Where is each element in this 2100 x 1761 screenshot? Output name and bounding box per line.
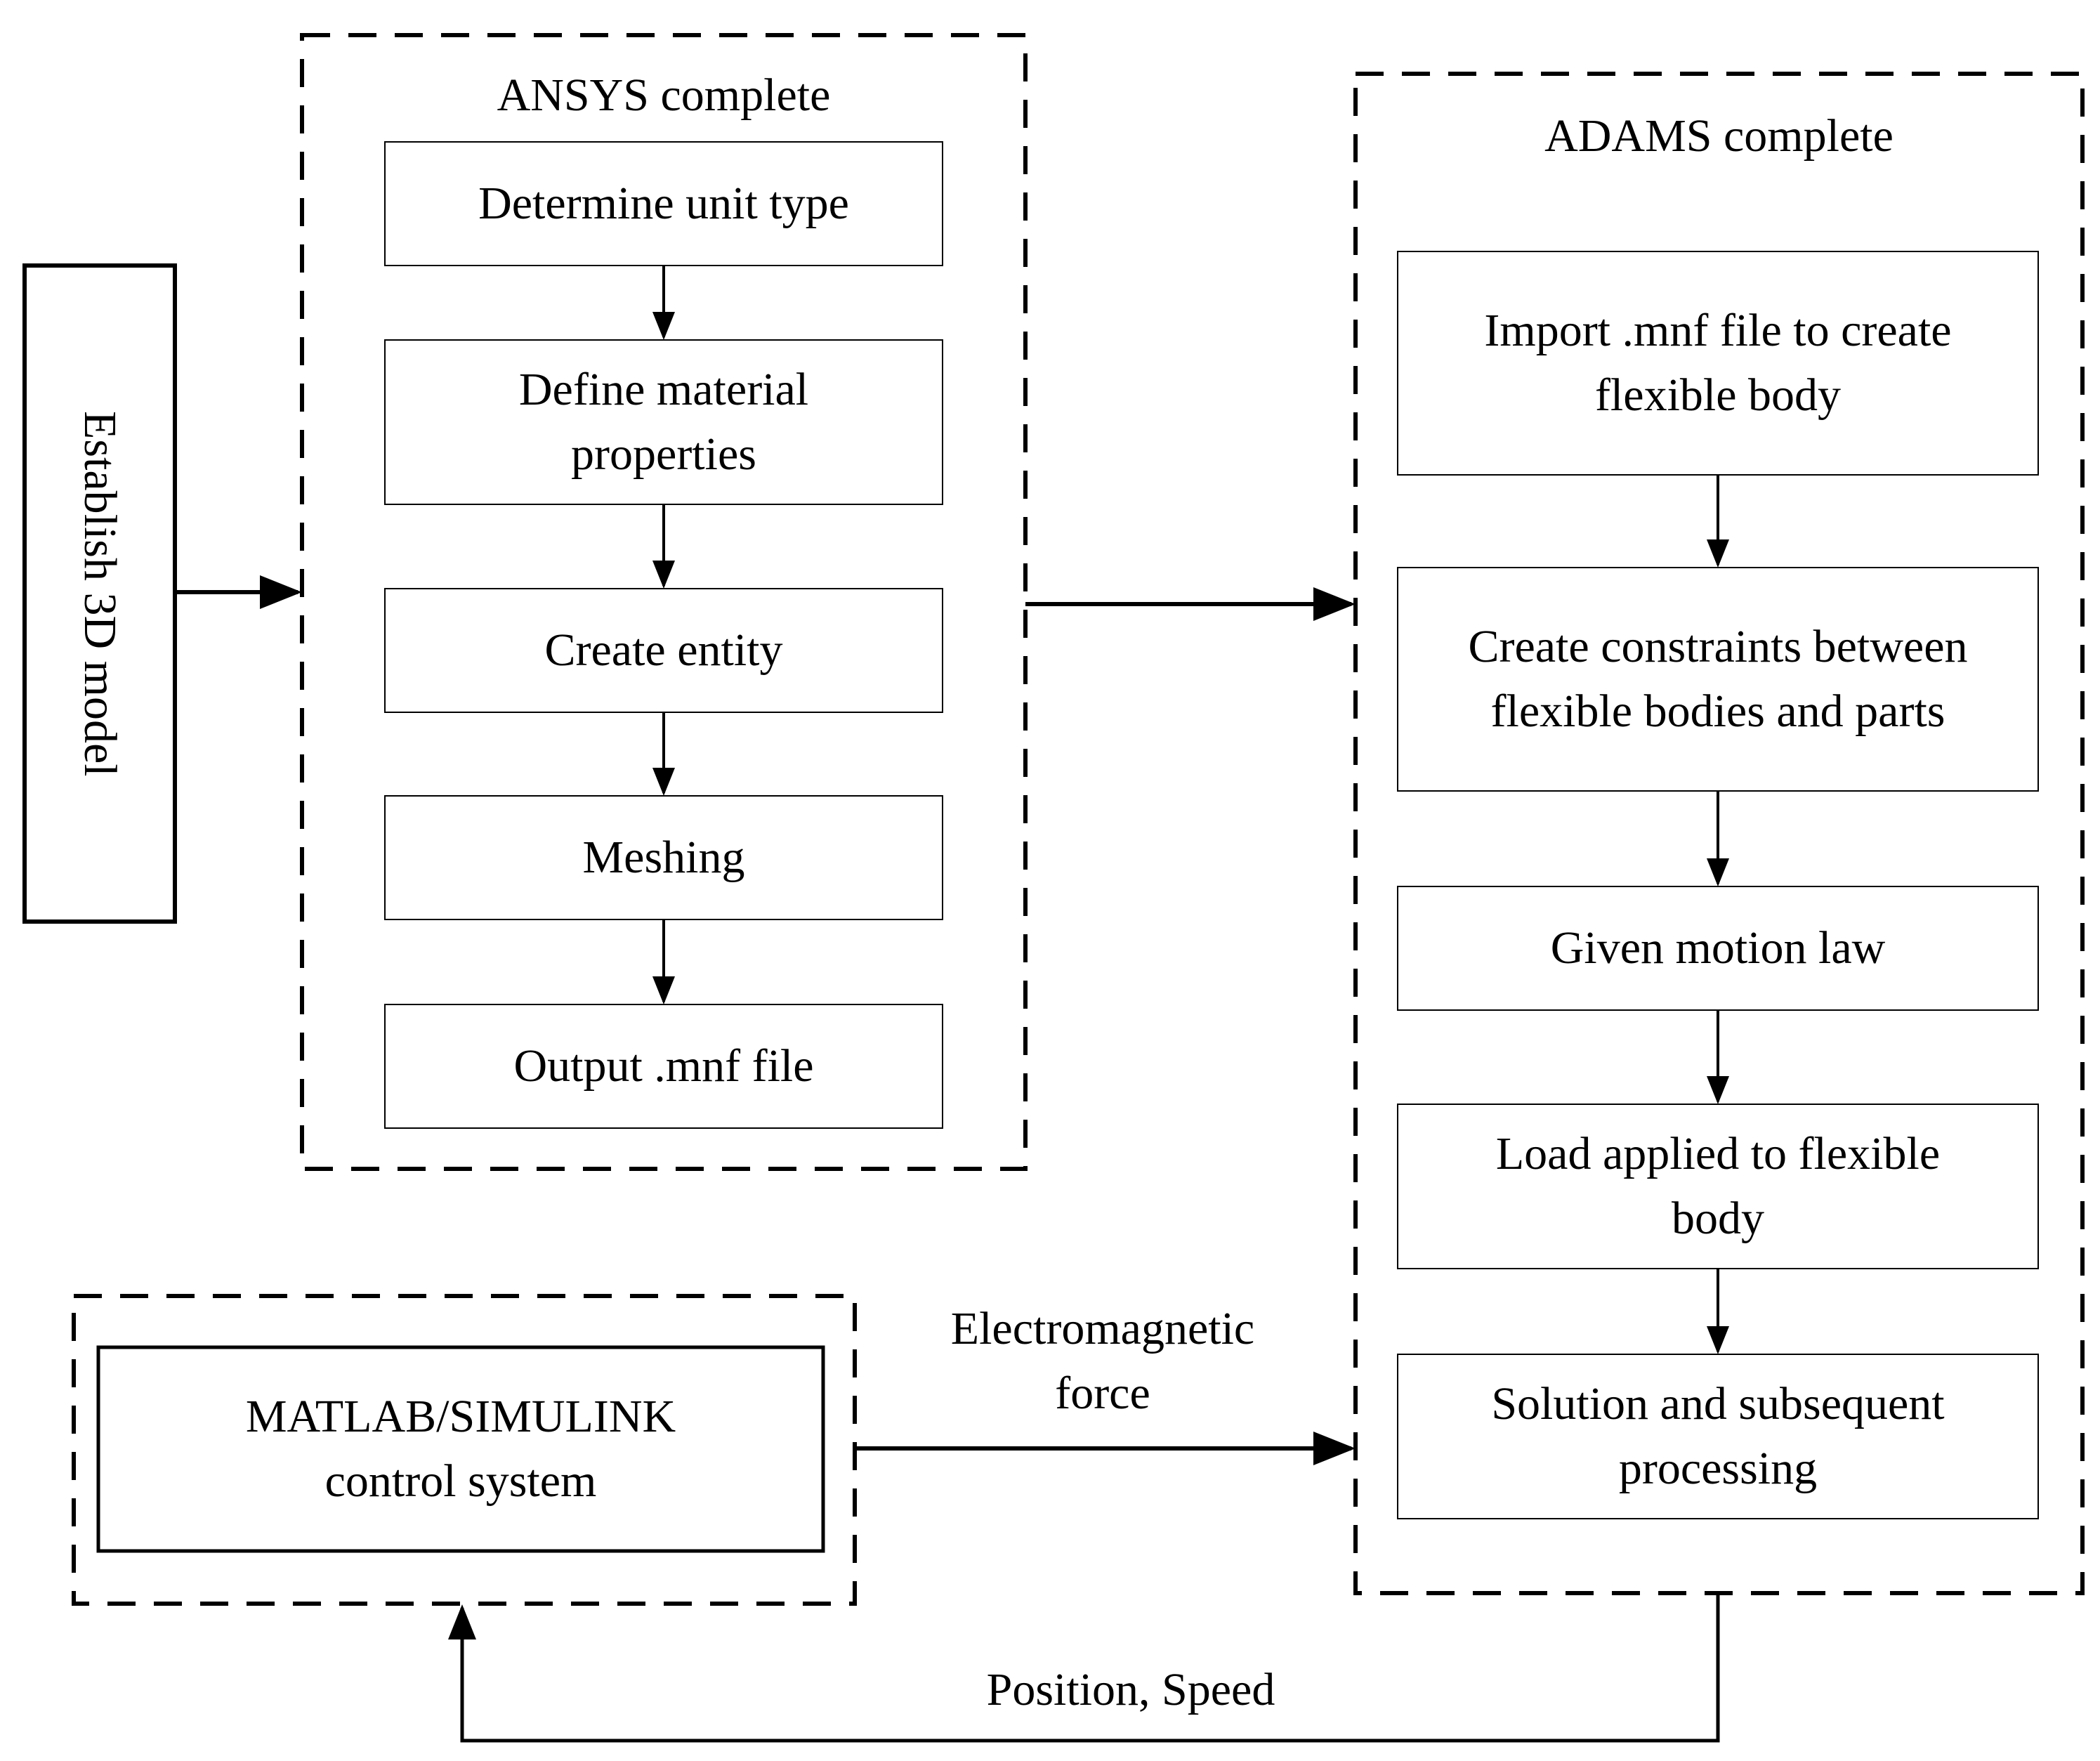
adams-step-label: Given motion law	[1550, 922, 1886, 974]
establish-model-label: Establish 3D model	[74, 410, 126, 777]
ansys-step-label: Meshing	[582, 832, 745, 883]
ansys-step-box	[384, 1004, 943, 1129]
ansys-step-label: Output .mnf file	[513, 1040, 814, 1092]
adams-step-box	[1397, 1354, 2039, 1519]
feedback-arrow	[448, 1593, 1720, 1743]
feedback-label: Position, Speed	[986, 1664, 1275, 1715]
ansys-step-label: Create entity	[544, 624, 783, 676]
matlab-box	[96, 1345, 825, 1553]
ansys-title: ANSYS complete	[497, 70, 831, 121]
adams-title: ADAMS complete	[1544, 110, 1894, 162]
ansys-step-label: Determine unit type	[478, 178, 849, 229]
